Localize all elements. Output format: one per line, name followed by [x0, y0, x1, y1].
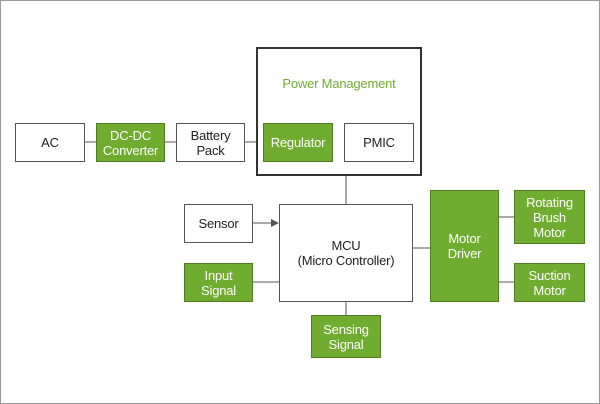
suction-motor-block: Suction Motor: [514, 263, 585, 302]
mcu-block: MCU (Micro Controller): [279, 204, 413, 302]
regulator-block: Regulator: [263, 123, 333, 162]
battery-pack-block: Battery Pack: [176, 123, 245, 162]
battery-pack-label: Battery Pack: [190, 127, 231, 158]
suction-motor-label: Suction Motor: [528, 267, 571, 298]
rotating-brush-motor-block: Rotating Brush Motor: [514, 190, 585, 244]
sensor-block: Sensor: [184, 204, 253, 243]
sensing-signal-block: Sensing Signal: [311, 315, 381, 358]
rotating-brush-motor-label: Rotating Brush Motor: [526, 194, 573, 240]
ac-label: AC: [41, 135, 59, 150]
regulator-label: Regulator: [270, 135, 326, 150]
mcu-label: MCU (Micro Controller): [297, 238, 395, 268]
power-management-title: Power Management: [282, 76, 396, 91]
motor-driver-block: Motor Driver: [430, 190, 499, 302]
motor-driver-label: Motor Driver: [447, 231, 482, 261]
pmic-block: PMIC: [344, 123, 414, 162]
sensing-signal-label: Sensing Signal: [323, 321, 369, 352]
ac-block: AC: [15, 123, 85, 162]
input-signal-label: Input Signal: [201, 267, 236, 298]
dcdc-converter-block: DC-DC Converter: [96, 123, 165, 162]
sensor-label: Sensor: [198, 216, 239, 231]
dcdc-converter-label: DC-DC Converter: [102, 127, 159, 158]
pmic-label: PMIC: [363, 135, 395, 150]
input-signal-block: Input Signal: [184, 263, 253, 302]
